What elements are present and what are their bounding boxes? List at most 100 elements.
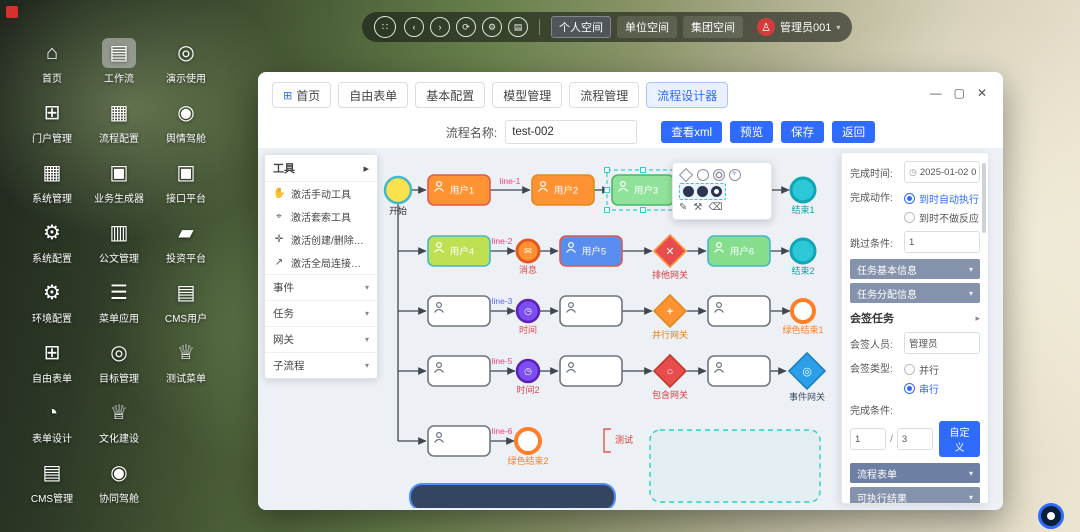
palette-section[interactable]: 事件▾ — [265, 274, 377, 300]
flow-node-gw-parallel[interactable]: +并行网关 — [652, 293, 688, 340]
sidebar-item[interactable]: ▦流程配置 — [87, 98, 151, 145]
sidebar-item[interactable]: ◎目标管理 — [87, 338, 151, 385]
sidebar-item[interactable]: ⚙环境配置 — [20, 278, 84, 325]
custom-button[interactable]: 自定义 — [938, 421, 980, 457]
apps-grid-button[interactable]: ∷ — [374, 16, 396, 38]
palette-tool[interactable]: ↗激活全局连接工具 — [265, 251, 377, 274]
tab[interactable]: 流程管理 — [569, 82, 640, 108]
maximize-icon[interactable]: ▢ — [953, 86, 965, 100]
palette-tool[interactable]: ✛激活创建/删除空间... — [265, 228, 377, 251]
sidebar-item[interactable]: ◔表单设计 — [20, 398, 84, 445]
sidebar-item[interactable]: ⌂首页 — [20, 38, 84, 85]
flow-node-user1[interactable]: 用户1 — [427, 174, 491, 206]
sidebar-item[interactable]: ⊞自由表单 — [20, 338, 84, 385]
space-switch[interactable]: 单位空间 — [617, 16, 677, 38]
ring-shape-icon[interactable] — [711, 186, 722, 197]
space-switch[interactable]: 集团空间 — [683, 16, 743, 38]
sidebar-item[interactable]: ▥公文管理 — [87, 218, 151, 265]
sidebar-item[interactable]: ▦系统管理 — [20, 158, 84, 205]
space-switch[interactable]: 个人空间 — [551, 16, 611, 38]
dot-shape-icon[interactable] — [697, 186, 708, 197]
flow-node-gw-event[interactable]: ◎事件网关 — [787, 351, 827, 402]
scrollbar[interactable] — [982, 163, 986, 233]
flow-node-task12[interactable] — [707, 355, 771, 387]
flow-node-user6[interactable]: 用户6 — [707, 235, 771, 267]
back-icon[interactable]: ‹ — [404, 17, 424, 37]
flow-node-note[interactable]: 测试 — [603, 428, 633, 453]
pencil-icon[interactable]: ✎ — [679, 202, 688, 213]
finish-action-option[interactable]: 到时自动执行 — [904, 191, 979, 206]
tab[interactable]: ⊞首页 — [272, 82, 332, 108]
dot-shape-icon[interactable] — [683, 186, 694, 197]
delete-icon[interactable]: ⌫ — [708, 202, 723, 213]
flow-node-task8[interactable] — [559, 295, 623, 327]
diamond-shape-icon[interactable] — [678, 167, 694, 183]
sidebar-item[interactable]: ▤CMS管理 — [20, 458, 84, 505]
collapsed-section[interactable]: 可执行结果▾ — [850, 487, 980, 503]
tab[interactable]: 自由表单 — [338, 82, 409, 108]
countersign-type-option[interactable]: 串行 — [904, 381, 939, 396]
preview-button[interactable]: 预览 — [730, 121, 774, 143]
circle-ring-shape-icon[interactable] — [713, 169, 725, 181]
sidebar-item[interactable]: ⊞门户管理 — [20, 98, 84, 145]
process-name-input[interactable] — [505, 120, 638, 144]
circle-plus-shape-icon[interactable] — [729, 168, 741, 181]
tab[interactable]: 基本配置 — [415, 82, 486, 108]
flow-node-task9[interactable] — [707, 295, 771, 327]
close-icon[interactable]: ✕ — [976, 86, 987, 100]
flow-node-msg[interactable]: ✉消息 — [515, 238, 541, 275]
skip-condition-input[interactable]: 1 — [904, 231, 980, 253]
sidebar-item[interactable]: ♕文化建设 — [87, 398, 151, 445]
flow-node-user2[interactable]: 用户2 — [531, 174, 595, 206]
collapsed-section[interactable]: 任务分配信息▾ — [850, 283, 980, 303]
flow-node-green-end1[interactable]: 绿色结束1 — [782, 298, 824, 335]
flow-node-timer1[interactable]: ◷时间 — [515, 298, 541, 335]
menu-icon[interactable]: ▤ — [508, 17, 528, 37]
refresh-icon[interactable]: ⟳ — [456, 17, 476, 37]
save-button[interactable]: 保存 — [781, 121, 825, 143]
sidebar-item[interactable]: ▣业务生成器 — [87, 158, 151, 205]
circle-shape-icon[interactable] — [697, 169, 709, 181]
forward-icon[interactable]: › — [430, 17, 450, 37]
flow-node-task13[interactable] — [427, 425, 491, 457]
sidebar-item[interactable]: ▤工作流 — [87, 38, 151, 85]
flow-node-task7[interactable] — [427, 295, 491, 327]
sidebar-item[interactable]: ♕测试菜单 — [154, 338, 218, 385]
flow-node-user4[interactable]: 用户4 — [427, 235, 491, 267]
flow-node-user5[interactable]: 用户5 — [559, 235, 623, 267]
flow-node-task11[interactable] — [559, 355, 623, 387]
tab[interactable]: 流程设计器 — [646, 82, 729, 108]
sidebar-item[interactable]: ⚙系统配置 — [20, 218, 84, 265]
finish-action-option[interactable]: 到时不做反应 — [904, 210, 979, 225]
flow-node-start[interactable]: 开始 — [383, 175, 413, 216]
collapsed-section[interactable]: 任务基本信息▾ — [850, 259, 980, 279]
flow-node-pool[interactable] — [409, 483, 616, 508]
flow-node-green-end2[interactable]: 绿色结束2 — [507, 427, 549, 466]
palette-section[interactable]: 子流程▾ — [265, 352, 377, 378]
flow-node-task10[interactable] — [427, 355, 491, 387]
palette-tool[interactable]: ⌖激活套索工具 — [265, 205, 377, 228]
back-button[interactable]: 返回 — [832, 121, 876, 143]
palette-section[interactable]: 任务▾ — [265, 300, 377, 326]
minimize-icon[interactable]: — — [929, 86, 942, 100]
help-bubble-button[interactable] — [1038, 503, 1064, 529]
countersign-type-option[interactable]: 并行 — [904, 362, 939, 377]
sidebar-item[interactable]: ▤CMS用户 — [154, 278, 218, 325]
sidebar-item[interactable]: ◉协同驾舱 — [87, 458, 151, 505]
sidebar-item[interactable]: ▰投资平台 — [154, 218, 218, 265]
tab[interactable]: 模型管理 — [492, 82, 563, 108]
flow-node-gw-exclusive[interactable]: ✕排他网关 — [652, 233, 688, 280]
view-xml-button[interactable]: 查看xml — [661, 121, 723, 143]
countersign-person-input[interactable]: 管理员 — [904, 332, 980, 354]
flow-node-end1[interactable]: 结束1 — [789, 176, 817, 215]
wrench-icon[interactable]: ⚒ — [693, 202, 703, 213]
user-menu[interactable]: ♙ 管理员001 ▾ — [751, 18, 840, 36]
flow-node-user3[interactable]: 用户3 — [604, 167, 682, 213]
flow-node-timer2[interactable]: ◷时间2 — [515, 358, 541, 395]
palette-title[interactable]: 工具 ▸ — [265, 155, 377, 182]
countersign-section-header[interactable]: 会签任务 ▸ — [850, 310, 980, 326]
settings-icon[interactable]: ⚙ — [482, 17, 502, 37]
flow-node-gw-inclusive[interactable]: ○包含网关 — [652, 353, 688, 400]
palette-tool[interactable]: ✋激活手动工具 — [265, 182, 377, 205]
